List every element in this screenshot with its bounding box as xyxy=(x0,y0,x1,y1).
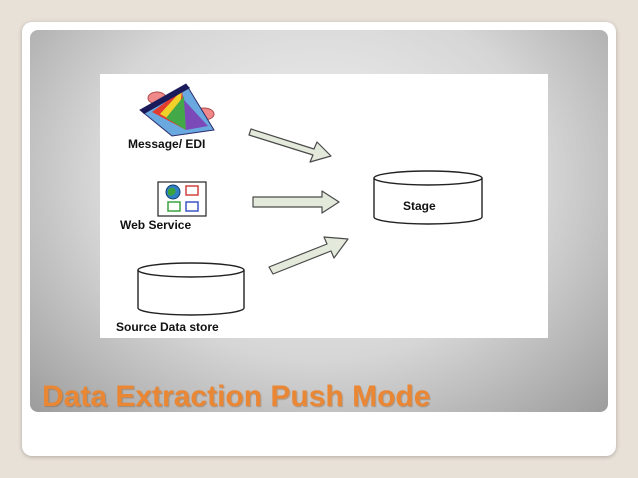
arrow-datastore-to-stage xyxy=(268,236,349,275)
arrow-webservice-to-stage xyxy=(252,190,340,214)
source-label-message-edi: Message/ EDI xyxy=(128,137,206,151)
source-label-data-store: Source Data store xyxy=(116,320,219,334)
message-edi-icon xyxy=(139,83,215,137)
source-data-store-cylinder xyxy=(137,262,245,316)
diagram-graphics xyxy=(137,83,483,316)
stage-cylinder xyxy=(373,170,483,225)
source-label-web-service: Web Service xyxy=(120,218,192,232)
arrow-message-to-stage xyxy=(248,128,332,163)
web-service-icon xyxy=(157,181,207,217)
diagram: Message/ EDI Web Service Source Data sto… xyxy=(100,74,548,338)
target-label-stage: Stage xyxy=(403,199,436,213)
slide-title: Data Extraction Push Mode xyxy=(42,380,431,413)
